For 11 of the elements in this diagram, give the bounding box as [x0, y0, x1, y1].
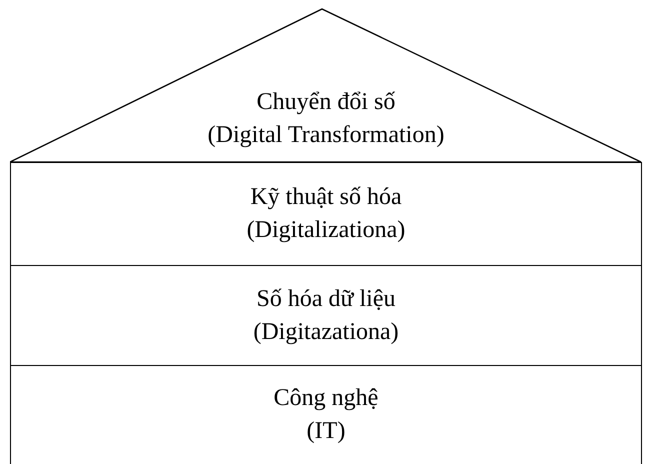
roof-label: Chuyển đổi số [256, 88, 396, 117]
layer-label: Số hóa dữ liệu [256, 284, 396, 314]
layer-box [10, 162, 642, 265]
layer-label: Công nghệ [274, 384, 378, 413]
layer-label: (IT) [306, 417, 346, 446]
layer-label: (Digitalizationa) [246, 216, 406, 245]
layer-label: (Digitazationa) [253, 318, 399, 346]
layer-label: Kỹ thuật số hóa [250, 183, 402, 212]
layer-box [10, 265, 642, 365]
layer-box [10, 365, 642, 464]
roof-label: (Digital Transformation) [208, 121, 444, 150]
